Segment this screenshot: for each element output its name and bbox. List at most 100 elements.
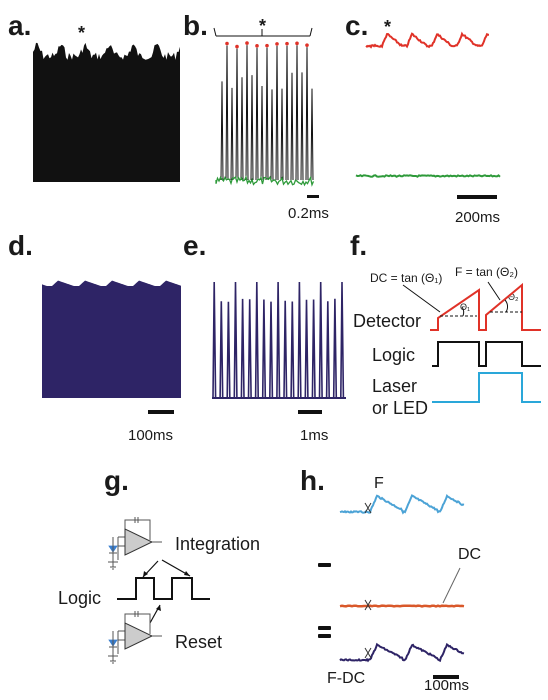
opamp-reset xyxy=(124,622,154,650)
marker-b: * xyxy=(259,16,267,36)
minus-sign xyxy=(318,563,331,567)
marker-c: * xyxy=(384,17,392,37)
spike-b xyxy=(300,72,304,181)
spike-b xyxy=(295,45,299,181)
row-label-or-led: or LED xyxy=(372,398,429,418)
spike-b xyxy=(265,47,269,181)
peak-marker-b xyxy=(225,41,229,46)
panel-label-b: b. xyxy=(183,10,208,41)
equation-f: F = tan (Θ₂) xyxy=(455,265,519,279)
trace-h-f xyxy=(339,493,465,515)
spike-b xyxy=(235,48,239,181)
peak-marker-b xyxy=(285,41,289,46)
spike-b xyxy=(310,88,314,181)
spike-e xyxy=(219,301,224,399)
arrow-head-3 xyxy=(156,605,161,611)
spike-b xyxy=(280,88,284,181)
spike-e xyxy=(276,281,281,399)
scale-label-d: 100ms xyxy=(128,427,174,444)
scale-bar-d xyxy=(148,410,174,414)
spike-b xyxy=(290,72,294,181)
marker-a: * xyxy=(78,23,86,43)
spike-b xyxy=(225,45,229,181)
peak-marker-b xyxy=(245,41,249,45)
row-label-laser: Laser xyxy=(372,376,418,396)
spike-e xyxy=(304,299,309,399)
opamp-integrator xyxy=(124,528,154,556)
panel-label-e: e. xyxy=(183,230,207,261)
spike-e xyxy=(212,281,217,399)
peak-marker-b xyxy=(265,43,269,48)
cursor-marks-h xyxy=(364,502,372,659)
spike-e xyxy=(233,281,238,399)
peak-marker-b xyxy=(295,41,299,46)
peak-marker-b xyxy=(255,44,259,48)
panel-label-c: c. xyxy=(345,10,369,41)
panel-label-d: d. xyxy=(8,230,33,261)
trace-e-spikes xyxy=(212,281,346,399)
spike-e xyxy=(290,301,295,399)
spike-e xyxy=(254,281,259,399)
trace-c-red xyxy=(365,31,489,49)
spike-b xyxy=(285,45,289,181)
trace-laser xyxy=(432,372,541,403)
theta-2-label: Θ₂ xyxy=(508,292,519,302)
scale-label-b: 0.2ms xyxy=(288,205,329,222)
spike-e xyxy=(340,281,345,399)
spike-e xyxy=(226,301,231,399)
scale-label-c: 200ms xyxy=(455,209,501,226)
scale-bar-e xyxy=(298,410,322,414)
panel-label-f: f. xyxy=(350,230,368,261)
brace-b xyxy=(213,27,313,37)
trace-label-dc: DC xyxy=(458,546,482,563)
equation-dc: DC = tan (Θ₁) xyxy=(370,271,443,285)
trace-h-fdc xyxy=(339,642,465,663)
panel-label-g: g. xyxy=(104,465,129,496)
theta-1-label: Θ₁ xyxy=(460,302,471,312)
peak-markers-b xyxy=(225,41,309,49)
trace-d-envelope xyxy=(42,280,181,398)
spike-e xyxy=(240,298,245,399)
trace-b-baseline xyxy=(215,175,315,187)
reset-circuit xyxy=(108,611,162,664)
spike-b xyxy=(305,47,309,181)
spike-e xyxy=(332,298,338,399)
row-label-detector: Detector xyxy=(353,311,422,331)
equals-sign-top xyxy=(318,626,331,630)
spike-e xyxy=(325,301,330,399)
row-label-logic: Logic xyxy=(372,345,416,365)
trace-b-spikes xyxy=(220,45,314,181)
trace-h-dc xyxy=(339,604,465,608)
trace-logic xyxy=(432,341,541,367)
spike-b xyxy=(230,87,234,181)
scale-bar-b xyxy=(307,195,319,198)
logic-waveform xyxy=(117,577,210,600)
trace-c-green xyxy=(355,174,501,178)
spike-e xyxy=(318,281,323,399)
spike-e xyxy=(269,301,274,399)
dc-pointer xyxy=(442,567,461,604)
scale-bar-c xyxy=(457,195,497,199)
angle-baselines xyxy=(440,311,522,317)
spike-b xyxy=(240,77,244,181)
spike-b xyxy=(245,45,249,181)
peak-marker-b xyxy=(275,42,279,46)
trace-detector xyxy=(430,282,541,331)
spike-b xyxy=(250,75,254,181)
equals-sign-bottom xyxy=(318,634,331,638)
spike-b xyxy=(270,89,274,181)
spike-b xyxy=(275,45,279,181)
integrator-circuit xyxy=(108,517,162,570)
scale-bar-h xyxy=(433,675,459,679)
arrow-head-1 xyxy=(143,571,148,577)
spike-e xyxy=(297,281,302,399)
spike-b xyxy=(255,47,259,181)
equation-pointers xyxy=(402,281,501,313)
spike-e xyxy=(283,300,288,399)
spike-b xyxy=(260,85,264,181)
label-reset: Reset xyxy=(175,632,223,652)
scale-label-e: 1ms xyxy=(300,427,329,444)
angle-arcs xyxy=(461,299,509,317)
peak-marker-b xyxy=(305,43,309,47)
spike-e xyxy=(247,299,252,399)
